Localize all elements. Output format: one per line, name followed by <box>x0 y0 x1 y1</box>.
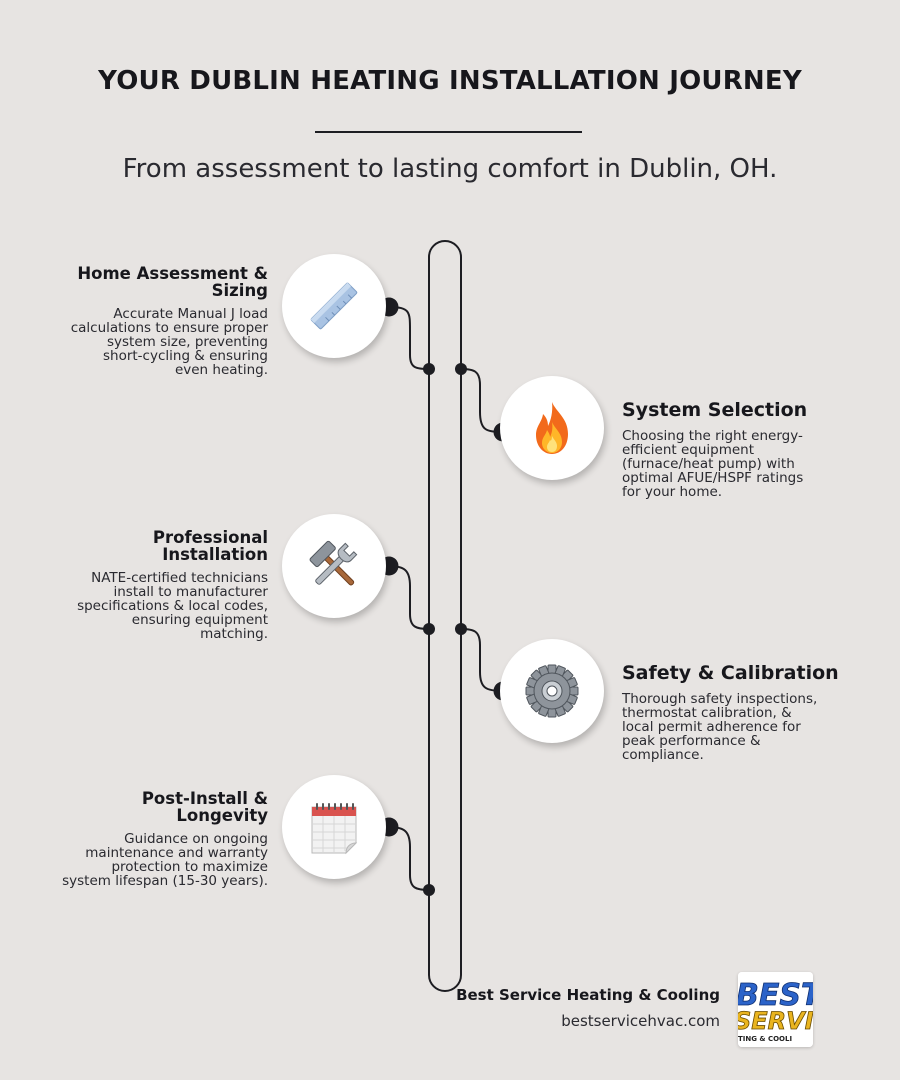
ruler-icon <box>310 282 358 330</box>
step-2-icon-circle <box>500 376 604 480</box>
step-3-title: Professional Installation <box>152 528 268 564</box>
connector-step-3 <box>388 565 430 630</box>
page-title: YOUR DUBLIN HEATING INSTALLATION JOURNEY <box>98 66 802 96</box>
company-url[interactable]: bestservicehvac.com <box>561 1012 720 1030</box>
company-logo-graphic: BEST SERVIC TING & COOLI <box>738 972 813 1047</box>
step-4-icon-circle <box>500 639 604 743</box>
company-logo: BEST SERVIC TING & COOLI <box>738 972 813 1047</box>
logo-word-service: SERVIC <box>738 1007 813 1035</box>
step-5-description: Guidance on ongoing maintenance and warr… <box>62 831 268 889</box>
company-name: Best Service Heating & Cooling <box>456 986 720 1004</box>
title-divider <box>315 131 582 133</box>
connector-dot-step-4-track <box>455 623 467 635</box>
step-5-title: Post-Install & Longevity <box>141 789 268 825</box>
step-4-title: Safety & Calibration <box>622 662 839 684</box>
connector-step-5 <box>388 826 430 891</box>
calendar-icon <box>311 803 358 855</box>
step-2-title: System Selection <box>622 399 808 421</box>
step-1-text: Home Assessment & Sizing Accurate Manual… <box>38 265 268 377</box>
gear-icon <box>525 664 579 718</box>
logo-word-best: BEST <box>738 978 813 1013</box>
connector-step-2 <box>460 368 504 433</box>
step-1-title: Home Assessment & Sizing <box>77 264 268 300</box>
connector-step-1 <box>388 306 430 370</box>
step-3-icon-circle <box>282 514 386 618</box>
connector-dot-step-1-track <box>423 363 435 375</box>
connector-step-4 <box>460 628 504 692</box>
fire-icon <box>536 402 568 454</box>
step-1-description: Accurate Manual J load calculations to e… <box>70 306 268 378</box>
step-2-description: Choosing the right energy- efficient equ… <box>622 428 804 500</box>
step-3-description: NATE-certified technicians install to ma… <box>77 570 268 642</box>
page-subtitle: From assessment to lasting comfort in Du… <box>122 154 778 184</box>
connector-dot-step-5-track <box>423 884 435 896</box>
step-1-icon-circle <box>282 254 386 358</box>
connector-dot-step-3-track <box>423 623 435 635</box>
step-4-description: Thorough safety inspections, thermostat … <box>622 691 818 763</box>
step-2-text: System Selection Choosing the right ener… <box>622 399 852 499</box>
step-4-text: Safety & Calibration Thorough safety ins… <box>622 662 852 762</box>
step-3-text: Professional Installation NATE-certified… <box>38 529 268 641</box>
step-5-icon-circle <box>282 775 386 879</box>
tools-icon <box>309 540 358 586</box>
step-5-text: Post-Install & Longevity Guidance on ong… <box>38 790 268 888</box>
logo-tagline: TING & COOLI <box>738 1035 792 1043</box>
connector-dot-step-2-track <box>455 363 467 375</box>
timeline-track <box>428 240 462 992</box>
